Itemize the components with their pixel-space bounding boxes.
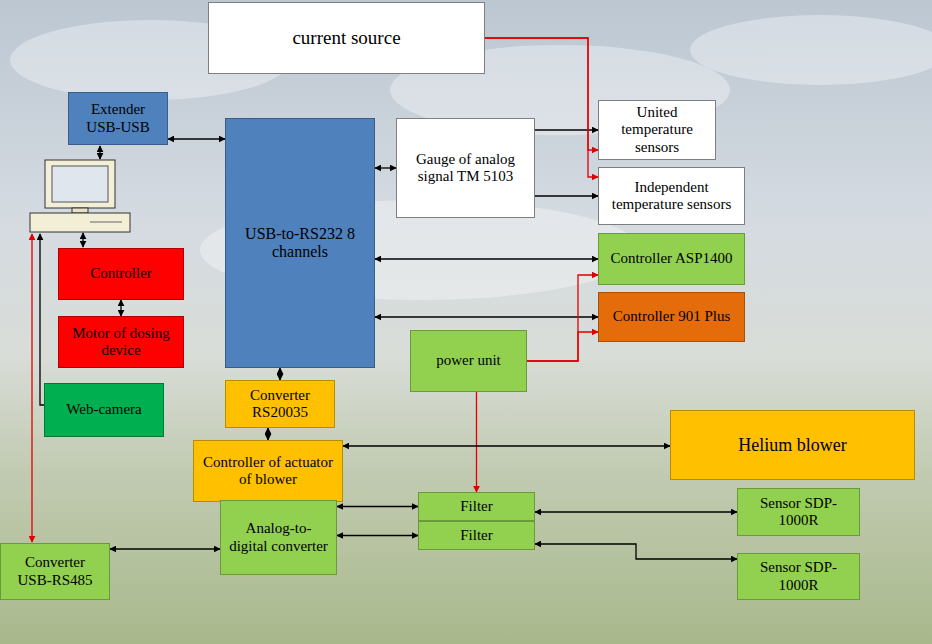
process-box: Filter [418,521,535,550]
computer-link [31,234,32,542]
connector-arrow [279,368,280,380]
computer-link [99,146,100,159]
connector-arrow [535,511,737,512]
box-label: Sensor SDP-1000R [744,495,853,530]
box-label: Controller ASP1400 [610,250,732,267]
box-label: Controller of actuator of blower [200,454,336,489]
process-box: Converter RS20035 [225,380,335,428]
monitor [45,160,115,208]
process-box: USB-to-RS232 8 channels [225,118,375,368]
process-box: Controller [58,248,184,300]
process-box: power unit [410,330,527,392]
monitor-stand [72,208,88,213]
box-label: United temperature sensors [605,104,709,156]
process-box: Controller of actuator of blower [193,440,343,502]
box-label: Web-camera [66,401,141,418]
box-label: Controller 901 Plus [613,308,731,325]
connector-arrow [267,428,268,440]
connector-arrow [375,167,396,168]
connector-arrow [535,544,737,559]
connector-arrow [375,316,598,317]
connector-arrow [343,445,670,446]
system-unit [30,213,130,232]
process-box: United temperature sensors [598,100,716,160]
process-box: current source [208,2,485,74]
process-box: Independent temperature sensors [598,167,745,225]
process-box: Converter USB-RS485 [0,543,110,600]
connector-arrow [527,332,598,361]
box-label: Converter RS20035 [232,387,328,422]
connector-arrow [168,138,225,139]
cloud [690,15,932,85]
drive-slot [90,222,122,223]
box-label: Sensor SDP-1000R [744,559,853,594]
box-label: current source [292,27,400,49]
box-label: Independent temperature sensors [605,179,738,214]
connector-arrow [527,275,598,361]
process-box: Extender USB-USB [68,92,168,145]
connector-arrow [375,258,598,259]
box-label: Motor of dosing device [65,325,177,360]
process-box: Analog-to-digital converter [220,500,337,575]
box-label: Gauge of analog signal TM 5103 [403,151,528,186]
connector-arrow [337,506,418,507]
box-label: Controller [90,265,152,282]
box-label: Helium blower [738,435,846,456]
connector-arrow [110,548,220,549]
computer-link [82,233,83,247]
box-label: Analog-to-digital converter [227,520,330,555]
process-box: Web-camera [44,383,164,437]
box-label: Filter [460,498,493,515]
box-label: Filter [460,527,493,544]
process-box: Controller ASP1400 [598,233,745,285]
process-box: Motor of dosing device [58,316,184,368]
connector-arrow [535,195,598,196]
connector-arrow [337,535,418,536]
box-label: Extender USB-USB [75,101,161,136]
connector-arrow [476,392,477,492]
process-box: Helium blower [670,410,915,480]
process-box: Sensor SDP-1000R [737,488,860,536]
computer-icon [30,160,130,232]
camera-link [40,234,44,405]
box-label: Converter USB-RS485 [7,554,103,589]
process-box: Sensor SDP-1000R [737,553,860,600]
connector-arrow [120,300,121,316]
process-box: Controller 901 Plus [598,292,745,342]
box-label: power unit [436,352,501,369]
box-label: USB-to-RS232 8 channels [232,225,368,262]
process-box: Gauge of analog signal TM 5103 [396,118,535,218]
screen [52,166,108,202]
process-box: Filter [418,492,535,521]
